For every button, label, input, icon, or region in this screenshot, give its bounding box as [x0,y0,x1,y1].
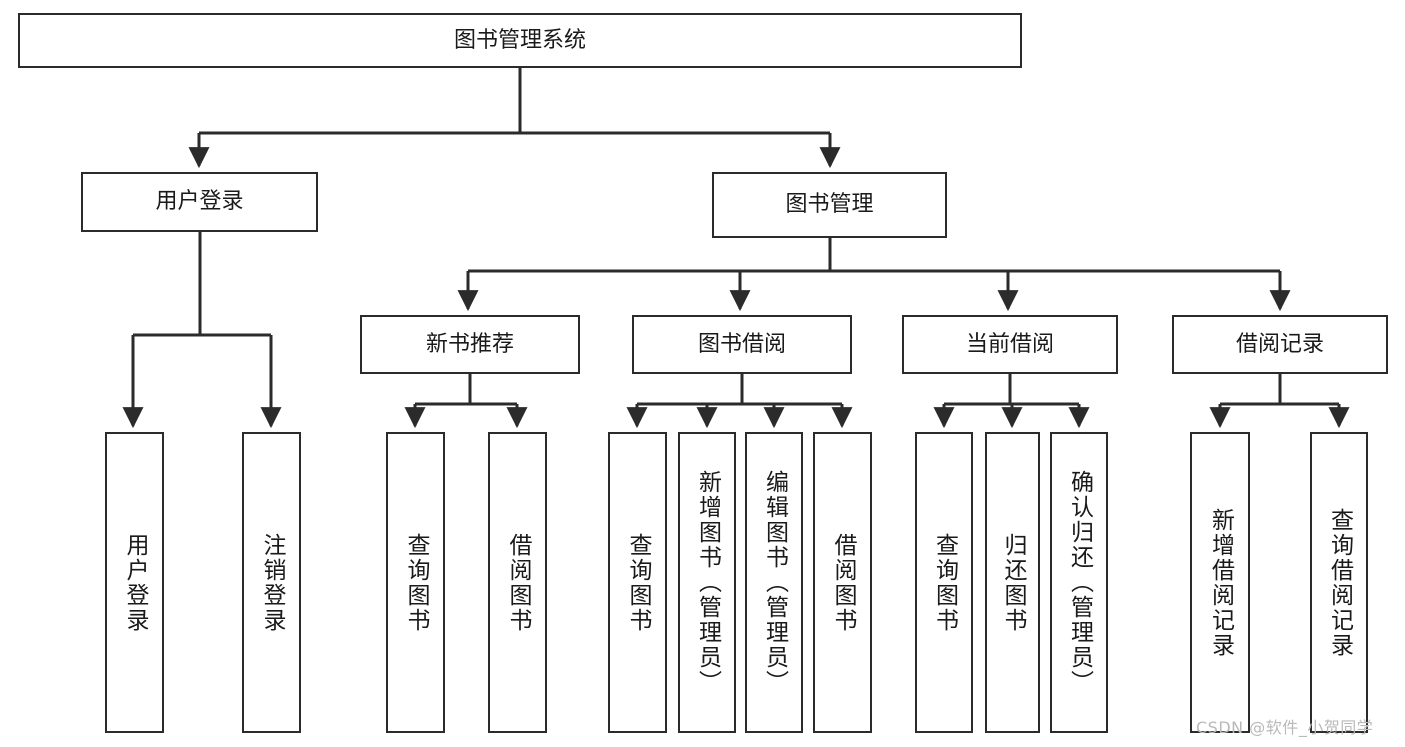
leaf-add-borrow-record[interactable]: 新增借阅记录 [1190,432,1250,733]
leaf-query-book-recommend[interactable]: 查询图书 [386,432,445,733]
node-book-borrow-label: 图书借阅 [697,331,786,357]
watermark: CSDN @软件_小贺同学 [1196,718,1374,737]
leaf-return-book[interactable]: 归还图书 [985,432,1040,733]
node-root-label: 图书管理系统 [453,27,586,53]
node-new-book-recommend[interactable]: 新书推荐 [360,315,580,374]
node-book-management[interactable]: 图书管理 [712,172,947,238]
leaf-add-book-admin[interactable]: 新增图书（管理员） [678,432,736,733]
leaf-add-book-admin-label: 新增图书（管理员） [694,470,721,695]
leaf-query-book-borrow[interactable]: 查询图书 [608,432,667,733]
leaf-add-borrow-record-label: 新增借阅记录 [1207,507,1234,658]
node-user-login[interactable]: 用户登录 [81,172,318,232]
leaf-confirm-return-admin-label: 确认归还（管理员） [1066,470,1093,695]
leaf-query-book-current[interactable]: 查询图书 [915,432,973,733]
leaf-query-book-borrow-label: 查询图书 [625,532,651,633]
node-borrow-records-label: 借阅记录 [1235,331,1324,357]
leaf-query-borrow-record[interactable]: 查询借阅记录 [1310,432,1368,733]
leaf-borrow-book-label: 借阅图书 [830,532,856,633]
leaf-user-login-label: 用户登录 [122,532,148,633]
leaf-borrow-book-recommend[interactable]: 借阅图书 [488,432,547,733]
node-new-book-recommend-label: 新书推荐 [425,331,514,357]
leaf-confirm-return-admin[interactable]: 确认归还（管理员） [1050,432,1108,733]
node-book-management-label: 图书管理 [785,192,874,218]
node-user-login-label: 用户登录 [155,189,244,215]
leaf-borrow-book-recommend-label: 借阅图书 [505,532,531,633]
node-root[interactable]: 图书管理系统 [18,13,1022,68]
node-current-borrow[interactable]: 当前借阅 [902,315,1118,374]
leaf-user-login[interactable]: 用户登录 [105,432,164,733]
leaf-logout[interactable]: 注销登录 [242,432,301,733]
leaf-edit-book-admin[interactable]: 编辑图书（管理员） [745,432,803,733]
leaf-borrow-book[interactable]: 借阅图书 [813,432,872,733]
leaf-logout-label: 注销登录 [259,532,285,633]
node-current-borrow-label: 当前借阅 [965,331,1054,357]
leaf-edit-book-admin-label: 编辑图书（管理员） [761,470,788,695]
node-borrow-records[interactable]: 借阅记录 [1172,315,1388,374]
leaf-query-borrow-record-label: 查询借阅记录 [1326,507,1353,658]
node-book-borrow[interactable]: 图书借阅 [632,315,852,374]
leaf-return-book-label: 归还图书 [1000,532,1026,633]
leaf-query-book-recommend-label: 查询图书 [403,532,429,633]
leaf-query-book-current-label: 查询图书 [931,532,958,633]
